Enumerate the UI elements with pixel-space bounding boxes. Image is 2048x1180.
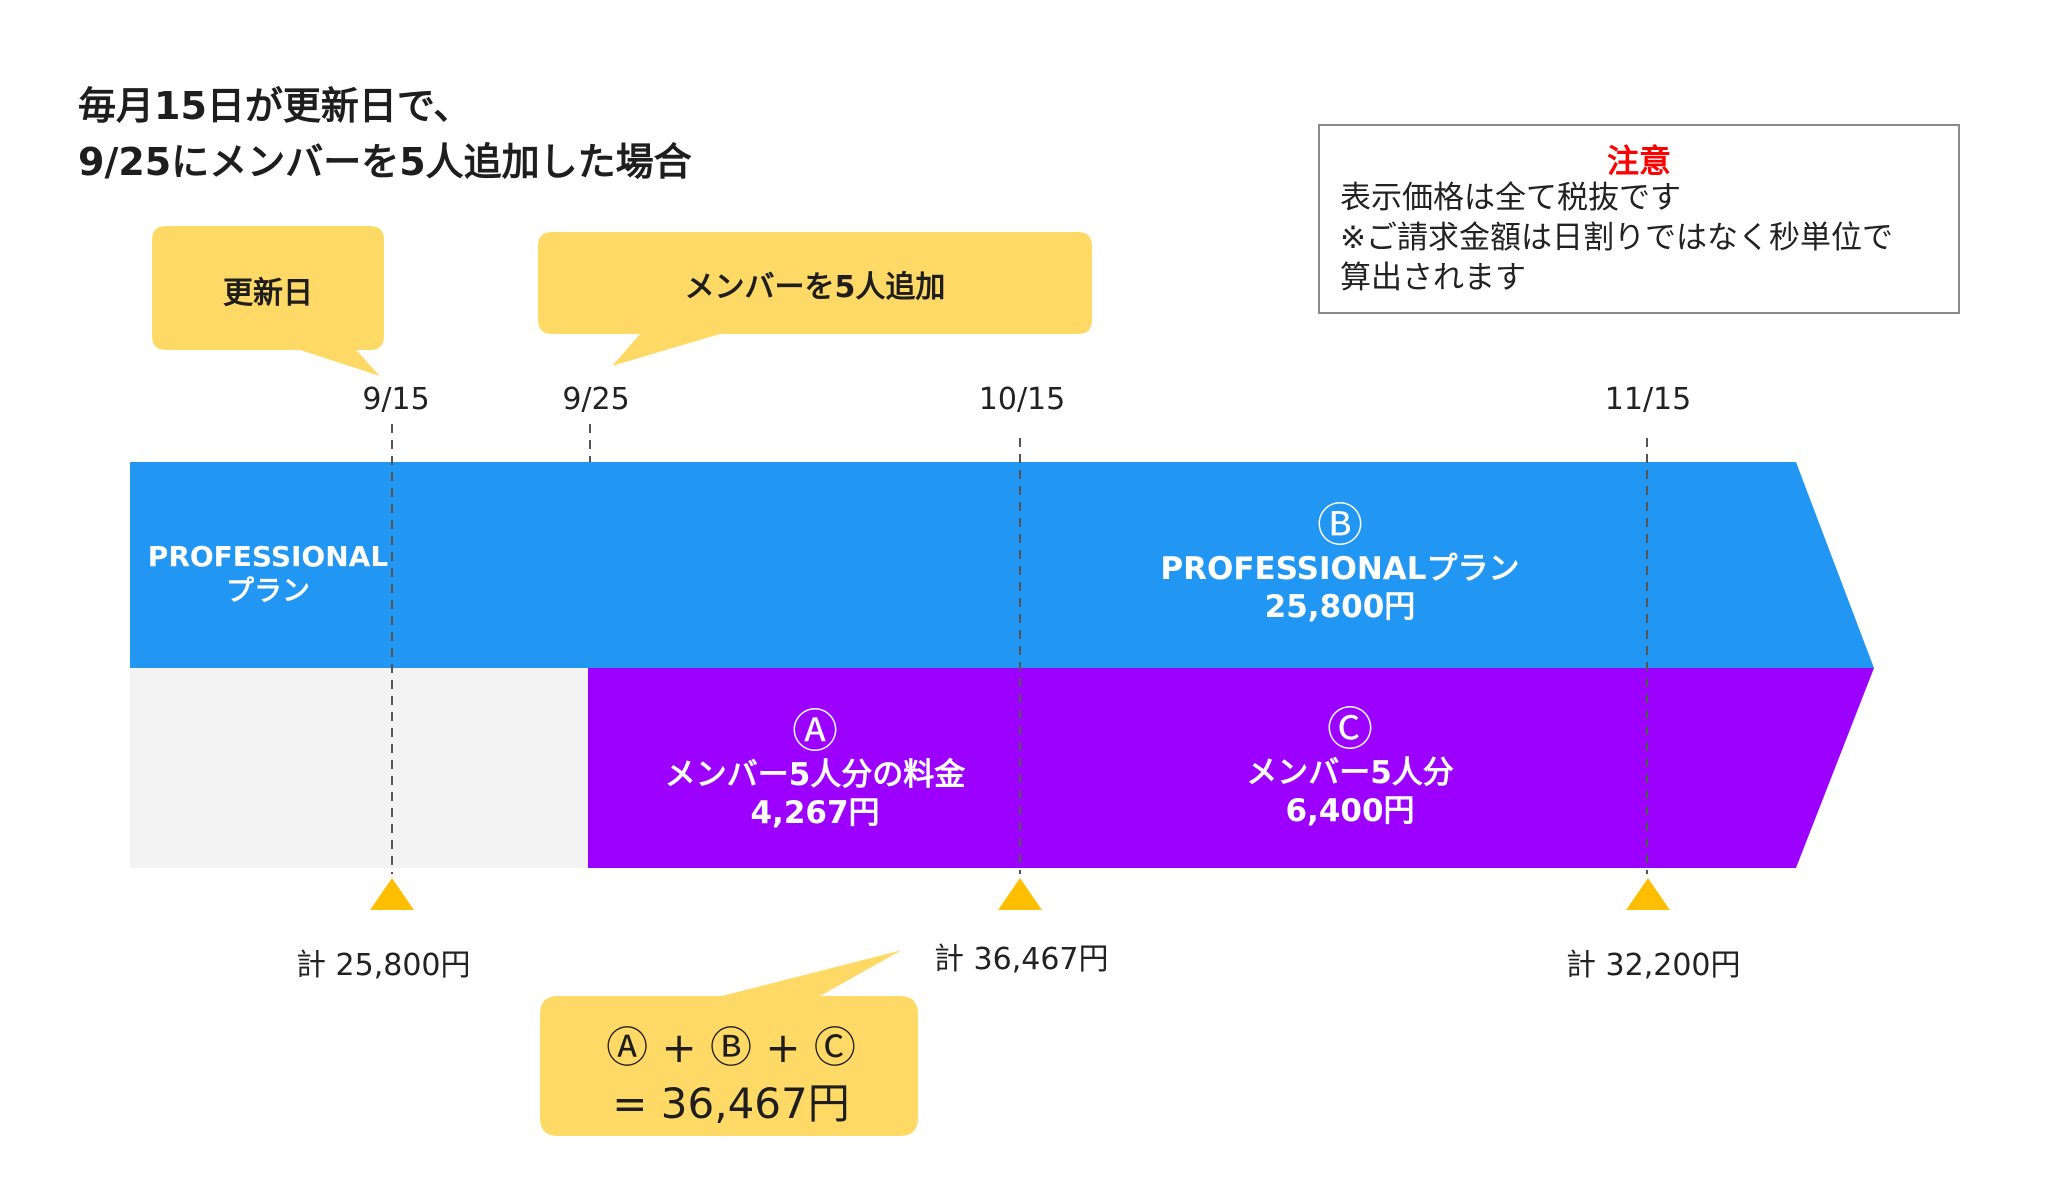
note-line-2: ※ご請求金額は日割りではなく秒単位で [1340, 220, 1893, 256]
member-c-price: 6,400円 [1285, 793, 1415, 829]
member-a-line-1: メンバー5人分の料金 [664, 757, 966, 793]
formula-callout-bubble [540, 950, 918, 1136]
pro-plan-left-line-1: PROFESSIONAL [147, 540, 389, 573]
date-label-11-15: 11/15 [1604, 382, 1692, 417]
member-c-label: Ⓒ メンバー5人分 6,400円 [1140, 704, 1560, 830]
formula-line-1: Ⓐ + Ⓑ + Ⓒ [606, 1023, 856, 1072]
add-members-callout-bubble [538, 232, 1092, 366]
grey-period-area [130, 668, 590, 868]
b-mark: Ⓑ [1317, 498, 1363, 552]
date-label-9-25: 9/25 [562, 382, 630, 417]
a-mark: Ⓐ [792, 704, 838, 758]
title-line-2: 9/25にメンバーを5人追加した場合 [78, 140, 692, 184]
pro-plan-left-label: PROFESSIONAL プラン [138, 540, 398, 608]
total-11-15: 計 32,200円 [1566, 948, 1741, 983]
date-label-10-15: 10/15 [978, 382, 1066, 417]
formula-text: Ⓐ + Ⓑ + Ⓒ = 36,467円 [546, 1020, 916, 1132]
renewal-callout-bubble [152, 226, 384, 376]
date-label-9-15: 9/15 [362, 382, 430, 417]
member-a-price: 4,267円 [750, 795, 880, 831]
pro-plan-b-label: Ⓑ PROFESSIONALプラン 25,800円 [1130, 500, 1550, 626]
pro-plan-left-line-2: プラン [225, 574, 310, 607]
pro-plan-b-line-1: PROFESSIONALプラン [1160, 551, 1520, 587]
note-line-3: 算出されます [1340, 260, 1526, 296]
member-addition-bar [588, 668, 1874, 868]
total-10-15: 計 36,467円 [934, 942, 1109, 977]
formula-line-2: = 36,467円 [612, 1079, 850, 1128]
pro-plan-b-price: 25,800円 [1264, 589, 1416, 625]
total-9-15: 計 25,800円 [296, 948, 471, 983]
add-members-callout-label: メンバーを5人追加 [684, 270, 946, 305]
page-title: 毎月15日が更新日で、 9/25にメンバーを5人追加した場合 [78, 78, 692, 190]
member-c-line-1: メンバー5人分 [1246, 755, 1454, 791]
title-line-1: 毎月15日が更新日で、 [78, 84, 472, 128]
note-line-1: 表示価格は全て税抜です [1340, 180, 1681, 216]
billing-marker-11-15 [1626, 878, 1670, 910]
c-mark: Ⓒ [1327, 702, 1373, 756]
renewal-callout-label: 更新日 [223, 276, 313, 311]
member-a-label: Ⓐ メンバー5人分の料金 4,267円 [610, 706, 1020, 832]
note-heading: 注意 [1606, 142, 1671, 180]
professional-plan-bar [130, 462, 1874, 668]
billing-marker-10-15 [998, 878, 1042, 910]
note-box: 注意 表示価格は全て税抜です ※ご請求金額は日割りではなく秒単位で 算出されます [1318, 124, 1960, 314]
billing-marker-9-15 [370, 878, 414, 910]
